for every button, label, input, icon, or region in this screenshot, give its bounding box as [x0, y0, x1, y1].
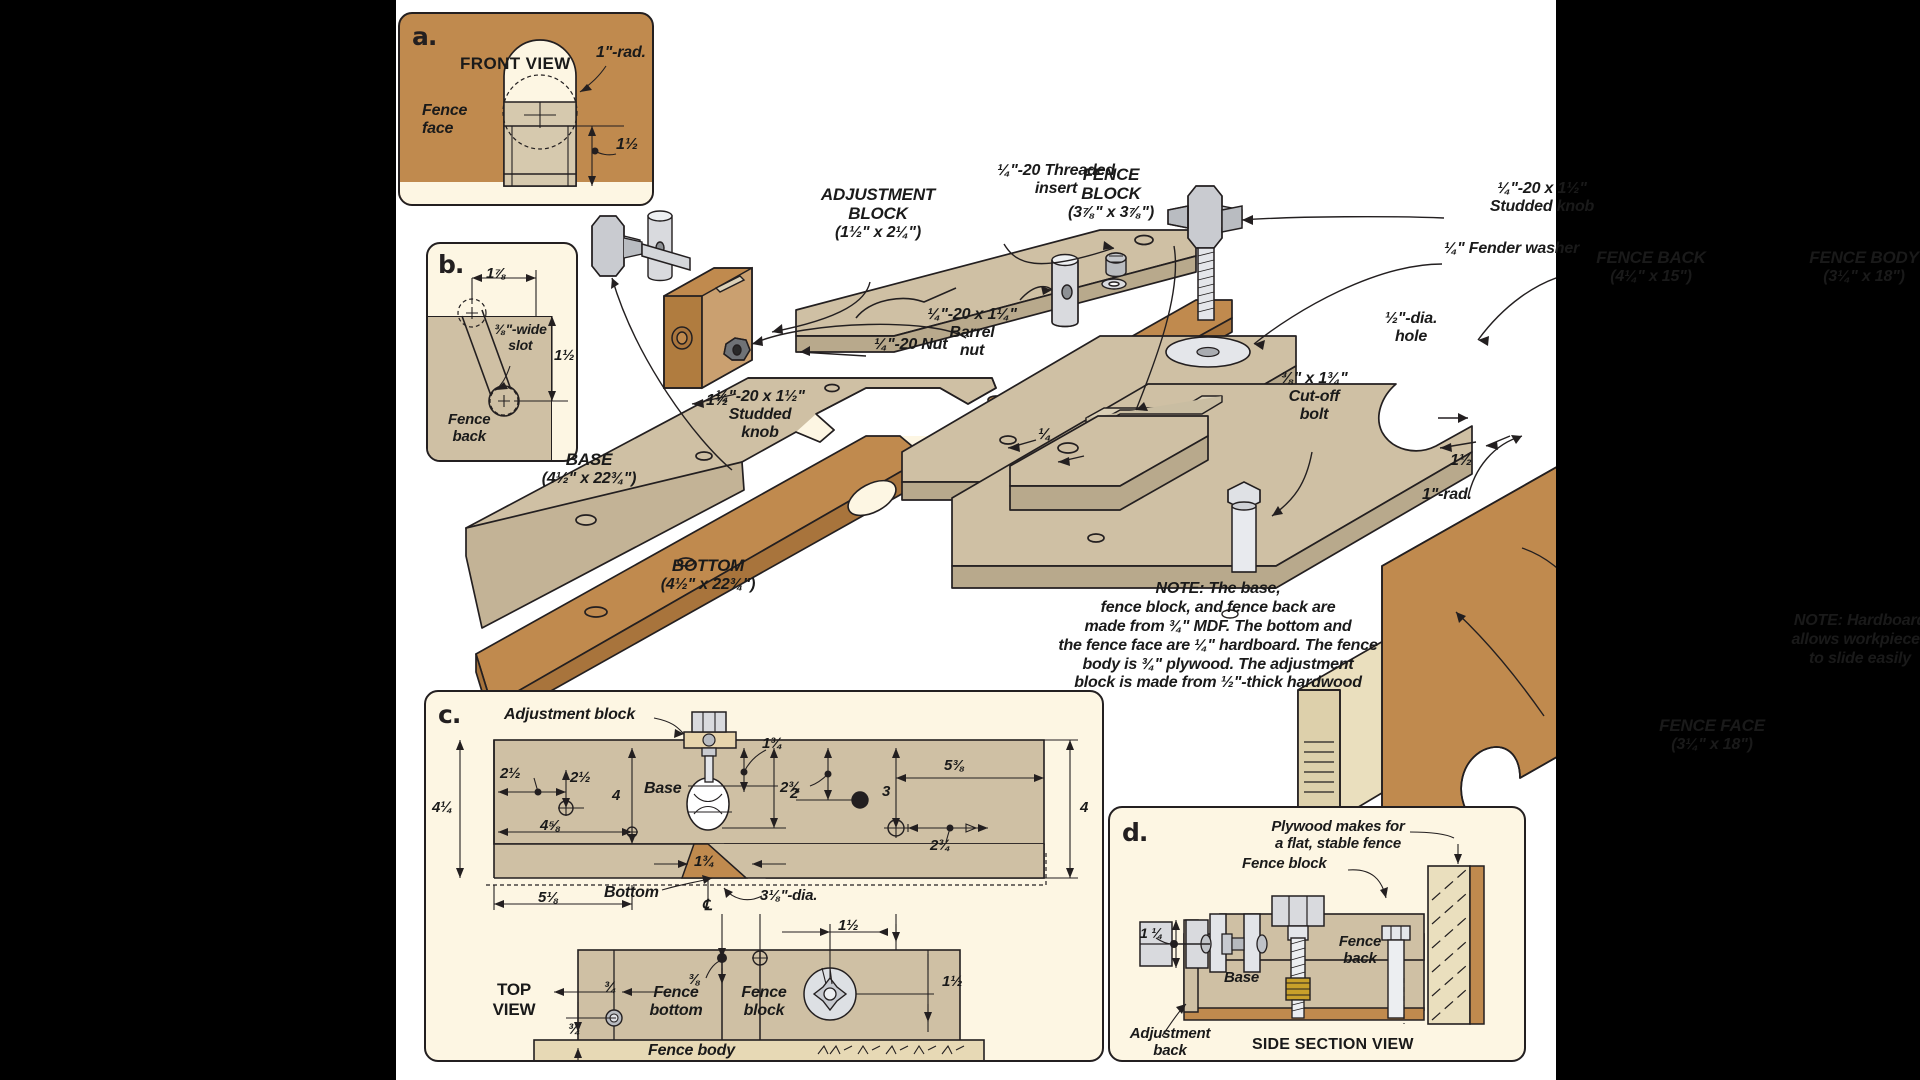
label-1-5in-height: 1½	[616, 136, 638, 153]
dim-c-2-3-4-right: 2¾	[930, 837, 951, 854]
panel-a-title: FRONT VIEW	[460, 54, 571, 73]
label-studded-knob-top: ¼"-20 x 1½" Studded knob	[1489, 180, 1595, 215]
dim-c-2-1-2-a: 2½	[500, 765, 521, 782]
panel-a-front-view: a. FRONT VIEW Fence face 1"-rad. 1½	[398, 12, 654, 206]
label-bottom-thickness: ¼	[1038, 426, 1052, 443]
label-studded-knob-left: ¼"-20 x 1½" Studded knob	[715, 388, 805, 441]
label-barrel-nut-text: ¼"-20 x 1¼" Barrel nut	[927, 306, 1017, 359]
label-c-bottom: Bottom	[604, 884, 659, 901]
label-d-plywood-note: Plywood makes for a flat, stable fence	[1271, 818, 1405, 853]
dim-c-3-1-8-dia: 3⅛"-dia.	[760, 887, 818, 904]
dim-c-1-3-4-top: 1¾	[762, 735, 783, 752]
panel-a-bottom-strip	[400, 182, 652, 204]
label-c-base: Base	[644, 780, 682, 797]
panel-c-drawing	[456, 711, 1078, 1060]
label-fence-back-rad: 1"-rad.	[1422, 486, 1472, 503]
symbol-centerline: ℄	[702, 897, 712, 914]
label-d-title: SIDE SECTION VIEW	[1252, 1036, 1414, 1053]
label-c-fence-block: Fence block	[741, 984, 787, 1019]
label-fence-face: Fence face	[422, 102, 468, 137]
dim-c-2: 2	[790, 785, 799, 802]
label-fence-body-size: (3¼" x 18")	[1823, 268, 1905, 285]
label-fence-block-size: (3⅞" x 3⅞")	[1068, 204, 1154, 221]
dim-c-4-1-4: 4¼	[432, 799, 453, 816]
dim-c-4-right: 4	[1080, 799, 1089, 816]
label-d-fence-block: Fence block	[1242, 855, 1327, 872]
label-fence-block-name: FENCE BLOCK	[1081, 165, 1141, 203]
note-materials-body: The base, fence block, and fence back ar…	[1058, 580, 1378, 692]
dim-c-1-1-2-h: 1½	[838, 917, 859, 934]
dim-c-3-4-a: ¾	[604, 979, 617, 996]
panel-a-letter: a.	[412, 22, 437, 51]
label-b-width: 1⅞	[486, 265, 507, 282]
dim-c-5-1-8: 5⅛	[538, 889, 559, 906]
label-base-size: (4½" x 22¾")	[541, 470, 637, 487]
dim-c-1-1-2-v: 1½	[942, 973, 963, 990]
dim-c-4: 4	[612, 787, 621, 804]
label-bottom-name: BOTTOM	[671, 556, 745, 575]
label-b-slot: ⅜"-wide slot	[494, 321, 547, 353]
panel-d-drawing	[1139, 831, 1485, 1037]
label-fender-washer: ¼" Fender washer	[1444, 240, 1580, 257]
diagram-canvas: a. FRONT VIEW Fence face 1"-rad. 1½	[396, 0, 1920, 1080]
label-d-base: Base	[1224, 969, 1260, 986]
note-hardboard-lead: NOTE:	[1793, 612, 1843, 629]
dim-d-1-1-4: 1 ¼	[1140, 925, 1163, 941]
label-bottom-size: (4½" x 22¾")	[660, 576, 756, 593]
label-c-top-view-text: TOP VIEW	[492, 980, 536, 1019]
label-d-fence-back: Fence back	[1338, 933, 1382, 967]
dim-c-2-3-4-mid: 2¾	[780, 779, 801, 796]
label-c-fence-body: Fence body	[648, 1042, 735, 1059]
panel-c-top-view: c. Adjustment block Base Bottom 4¼ 2½ 2½…	[424, 690, 1104, 1062]
label-base-name: BASE	[565, 450, 613, 469]
label-c-fence-bottom: Fence bottom	[649, 984, 703, 1019]
note-hardboard: NOTE: Hardboard allows workpieces to sli…	[1750, 612, 1920, 669]
label-quarter-20-nut: ¼"-20 Nut	[874, 336, 948, 353]
label-adj-block-dim: 1½	[706, 392, 728, 409]
panel-d-letter: d.	[1122, 818, 1148, 847]
panel-b-drawing	[457, 270, 568, 417]
dim-c-5-3-8: 5⅜	[944, 757, 965, 774]
label-1in-rad: 1"-rad.	[596, 44, 646, 61]
label-fence-face-size: (3¼" x 18")	[1671, 736, 1753, 753]
label-fence-back-name: FENCE BACK	[1596, 248, 1706, 267]
panel-b-slot-detail: b. 1⅞ ⅜"-wide slot 1½ Fence back	[426, 242, 578, 462]
label-c-adjustment-block: Adjustment block	[504, 706, 636, 723]
dim-c-4-5-8: 4⅝	[540, 817, 561, 834]
label-fence-back-1-5: 1½	[1450, 452, 1472, 469]
exploded-view-drawing	[465, 185, 1556, 857]
note-hardboard-body: Hardboard allows workpieces to slide eas…	[1791, 612, 1920, 667]
label-b-fence-back: Fence back	[448, 411, 491, 445]
note-materials-lead: NOTE:	[1155, 580, 1205, 597]
panel-a-drawing	[502, 39, 624, 187]
label-half-dia-hole: ½"-dia. hole	[1384, 310, 1438, 345]
label-adjustment-block-name: ADJUSTMENT BLOCK	[820, 185, 936, 223]
label-c-top-view: TOP VIEW	[470, 980, 558, 1019]
label-threaded-insert: ¼"-20 Threaded insert	[997, 162, 1115, 197]
dim-c-2-1-2-b: 2½	[570, 769, 591, 786]
panel-d-side-section: d. Plywood makes for a flat, stable fenc…	[1108, 806, 1526, 1062]
label-d-adjustment-back: Adjustment back	[1129, 1025, 1211, 1059]
label-adjustment-block-size: (1½" x 2¼")	[835, 224, 921, 241]
note-materials: NOTE: The base, fence block, and fence b…	[1038, 580, 1398, 693]
dim-c-3-4-b: ¾	[568, 1021, 581, 1038]
label-cut-off-bolt: ⅜" x 1¾" Cut-off bolt	[1280, 370, 1348, 423]
panel-c-letter: c.	[438, 700, 461, 729]
dim-c-3-8: ⅜	[688, 971, 701, 988]
panel-b-letter: b.	[438, 250, 464, 279]
label-fence-back-size: (4¼" x 15")	[1610, 268, 1692, 285]
label-fence-face-name: FENCE FACE	[1659, 716, 1765, 735]
label-b-height: 1½	[554, 347, 575, 364]
dim-c-3: 3	[882, 783, 891, 800]
dim-c-1-3-4-slot: 1¾	[694, 853, 715, 870]
label-fence-body-name: FENCE BODY	[1809, 248, 1919, 267]
